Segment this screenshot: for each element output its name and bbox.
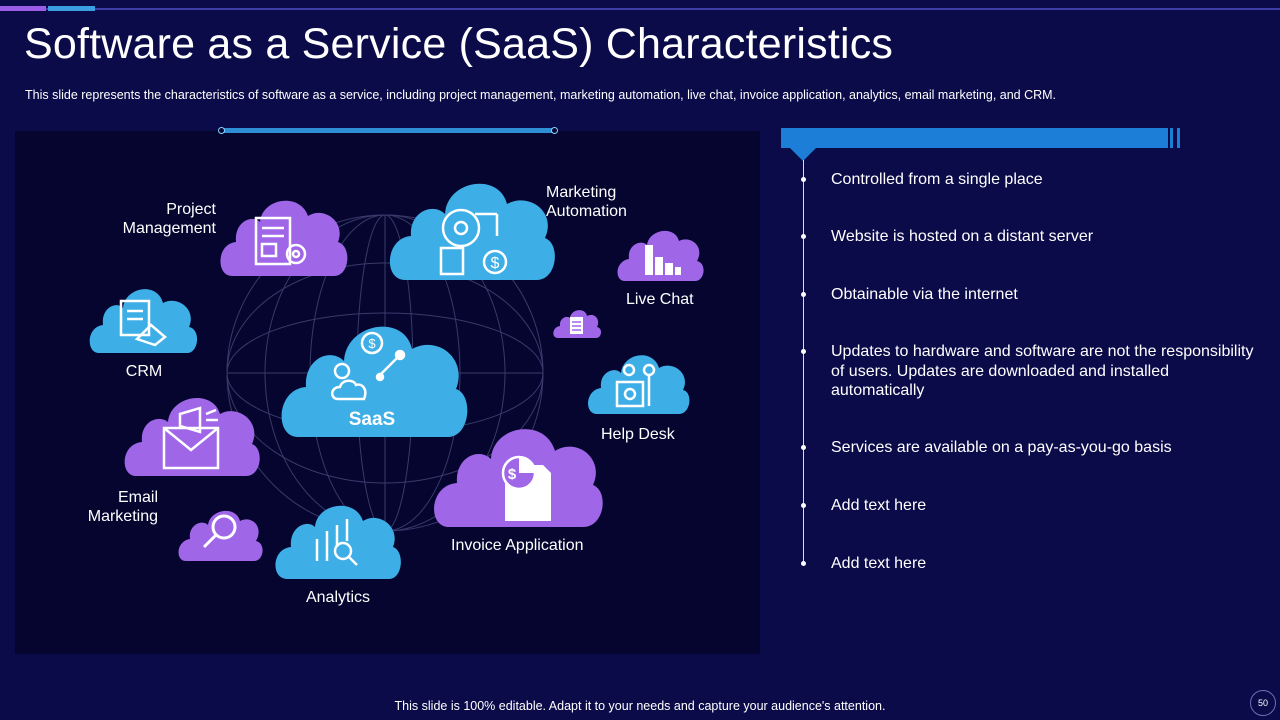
invoice-application-label: Invoice Application [451,537,584,554]
svg-text:$: $ [491,255,500,272]
bullet-dot [801,177,806,182]
header-notch [790,148,816,161]
header-stripe-2 [1177,128,1180,148]
project-management-cloud [220,192,348,278]
bullet-dot [801,445,806,450]
cloud-dollar-network-icon [331,331,406,401]
help-desk-label: Help Desk [601,426,675,443]
characteristic-item: Add text here [831,555,927,572]
page-number: 50 [1250,690,1276,716]
svg-text:$: $ [368,336,376,351]
small-search-cloud [178,505,264,563]
analytics-cloud [275,497,401,581]
analytics-chart-magnifier-icon [315,519,358,566]
panel-accent-bar [218,127,558,134]
analytics-label: Analytics [305,589,371,606]
page-subtitle: This slide represents the characteristic… [25,88,1057,102]
bullet-dot [801,503,806,508]
bullet-dot [801,561,806,566]
top-accent-blue [48,6,95,11]
characteristic-item: Services are available on a pay-as-you-g… [831,439,1172,456]
bullet-dot [801,234,806,239]
svg-text:$: $ [508,466,517,483]
characteristic-item: Obtainable via the internet [831,286,1018,303]
envelope-megaphone-icon [162,406,220,470]
top-accent-purple [0,6,46,11]
header-stripe-1 [1170,128,1173,148]
top-rule [0,8,1280,10]
timeline-line [803,160,804,566]
crm-cloud [89,281,199,355]
help-desk-person-icon [615,363,656,408]
saas-center-text: SaaS [349,409,395,430]
robot-arm-dollar-icon [439,208,508,276]
live-chat-label: Live Chat [626,291,694,308]
page-title: Software as a Service (SaaS) Characteris… [24,20,894,68]
bar-chart-icon [645,245,681,275]
crm-label: CRM [125,363,163,380]
characteristic-item: Website is hosted on a distant server [831,228,1094,245]
characteristic-item: Controlled from a single place [831,171,1043,188]
bullet-dot [801,349,806,354]
characteristic-item: Updates to hardware and software are not… [831,343,1254,399]
document-gear-icon [254,216,307,266]
magnifier-icon [202,514,237,549]
help-desk-cloud [587,348,691,416]
footer-note: This slide is 100% editable. Adapt it to… [394,699,886,713]
marketing-automation-cloud: $ [389,172,556,282]
email-marketing-cloud [124,388,260,478]
handshake-document-icon [119,299,167,347]
characteristics-header-bar [781,128,1168,148]
characteristic-item: Add text here [831,497,927,514]
saas-center-cloud: $ SaaS [280,313,468,439]
invoice-application-cloud: $ [433,417,605,529]
live-chat-cloud [617,225,705,283]
small-document-cloud [553,307,601,339]
bullet-dot [801,292,806,297]
